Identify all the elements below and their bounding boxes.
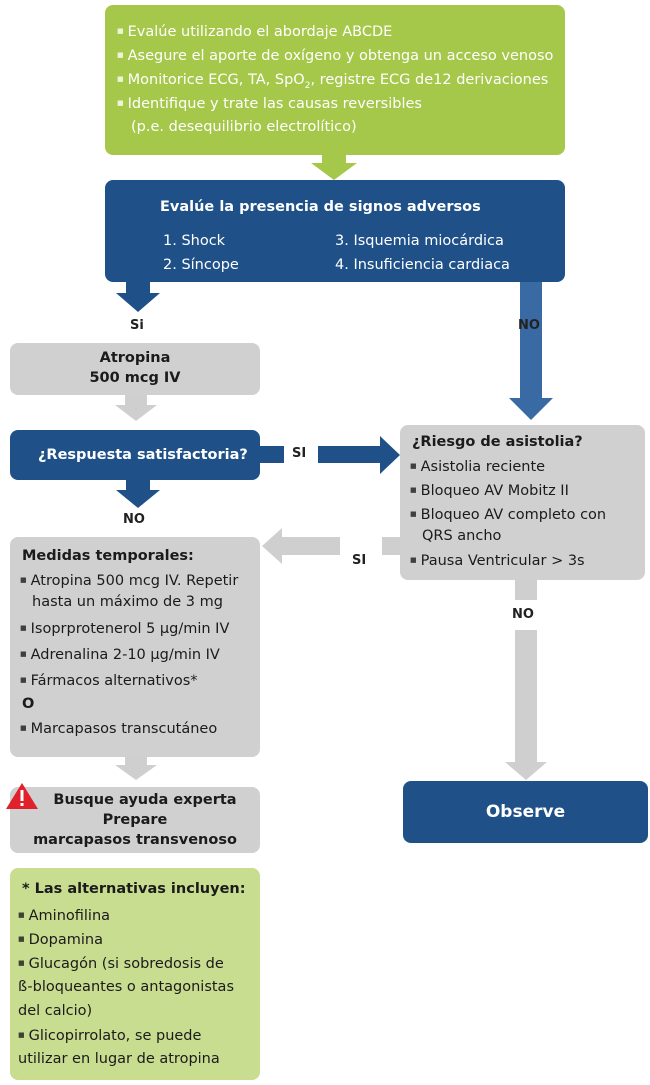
arrow-no3-down [515,580,537,600]
adverse-sign-item: 4. Insuficiencia cardiaca [335,257,510,273]
alternative-item: utilizar en lugar de atropina [18,1051,220,1067]
response-box: ¿Respuesta satisfactoria? [10,430,260,480]
temporary-measures-box: Medidas temporales: ■Atropina 500 mcg IV… [10,537,260,757]
temporary-measure-item: ■Atropina 500 mcg IV. Repetir [20,573,239,589]
assessment-line: ■Identifique y trate las causas reversib… [117,96,422,112]
label-si-left: SI [352,553,367,568]
arrow-top-down [311,150,357,180]
arrow-si-right [260,446,284,463]
arrow-si-right-head [318,436,400,474]
temporary-measure-item: ■Marcapasos transcutáneo [20,721,218,737]
asystole-risk-item: ■Asistolia reciente [410,459,546,475]
warning-icon [6,783,38,809]
arrow-si-left-tail [382,537,402,555]
adverse-sign-item: 2. Síncope [163,257,239,273]
alternative-item: ß-bloqueantes o antagonistas [18,979,234,995]
adverse-sign-item: 3. Isquemia miocárdica [335,233,504,249]
response-question: ¿Respuesta satisfactoria? [38,447,248,463]
alternatives-box: * Las alternativas incluyen: ■Aminofilin… [10,868,260,1080]
alternative-item: ■Glicopirrolato, se puede [18,1028,202,1044]
adverse-sign-item: 1. Shock [163,233,226,249]
temporary-measure-item: ■Isoprprotenerol 5 µg/min IV [20,621,230,637]
label-no-observe: NO [512,607,534,622]
arrow-no-down [509,280,553,420]
label-no: NO [518,318,540,333]
arrow-medidas-down [115,755,157,780]
adverse-signs-title: Evalúe la presencia de signos adversos [160,199,481,215]
temporary-measure-item: ■Adrenalina 2-10 µg/min IV [20,647,220,663]
asystole-risk-box: ¿Riesgo de asistolia? ■Asistolia recient… [400,425,645,580]
observe-box: Observe [403,781,648,843]
adverse-signs-box: Evalúe la presencia de signos adversos 1… [105,180,565,282]
arrow-no3-down-head [505,630,547,780]
asystole-risk-title: ¿Riesgo de asistolia? [412,434,583,450]
arrow-si-down [116,280,160,312]
atropina-box: Atropina 500 mcg IV [10,343,260,395]
temporary-measure-item: hasta un máximo de 3 mg [32,594,223,610]
expert-help-line: marcapasos transvenoso [33,832,237,848]
asystole-risk-item: ■Pausa Ventricular > 3s [410,553,585,569]
label-si: Si [130,318,144,333]
initial-assessment-box: ■Evalúe utilizando el abordaje ABCDE ■As… [105,5,565,155]
asystole-risk-item: QRS ancho [422,528,502,544]
alternative-item: ■Aminofilina [18,908,111,924]
expert-help-line: Prepare [102,812,168,828]
alternative-item: ■Dopamina [18,932,103,948]
alternatives-title: * Las alternativas incluyen: [22,881,246,897]
atropina-dose: 500 mcg IV [89,370,181,386]
temporary-measures-or: O [22,696,35,712]
label-si-right: SI [292,446,307,461]
asystole-risk-item: ■Bloqueo AV completo con [410,507,607,523]
assessment-line: ■Asegure el aporte de oxígeno y obtenga … [117,48,554,64]
alternative-item: del calcio) [18,1003,93,1019]
asystole-risk-item: ■Bloqueo AV Mobitz II [410,483,569,499]
arrow-si-left [262,528,340,564]
assessment-line: ■Monitorice ECG, TA, SpO2, registre ECG … [117,72,549,91]
atropina-title: Atropina [99,350,171,366]
arrow-no2-down [116,478,160,508]
assessment-line: (p.e. desequilibrio electrolítico) [131,119,357,135]
expert-help-box: Busque ayuda experta Prepare marcapasos … [10,787,260,853]
expert-help-line: Busque ayuda experta [53,792,237,808]
alternative-item: ■Glucagón (si sobredosis de [18,956,224,972]
label-no-down: NO [123,512,145,527]
temporary-measure-item: ■Fármacos alternativos* [20,673,198,689]
assessment-line: ■Evalúe utilizando el abordaje ABCDE [117,24,393,40]
arrow-atropina-down [115,395,157,421]
observe-label: Observe [485,802,566,822]
temporary-measures-title: Medidas temporales: [22,548,194,564]
